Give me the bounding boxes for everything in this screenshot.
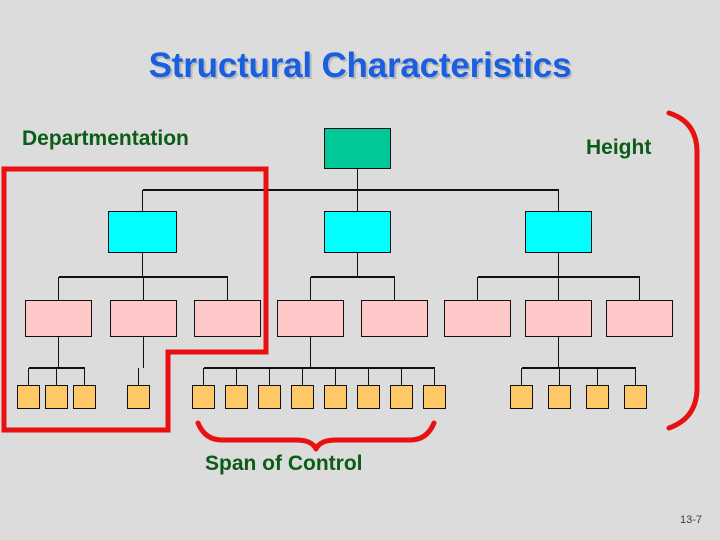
org-edge-vertical <box>356 190 359 211</box>
org-node-unit <box>17 385 40 409</box>
height-bracket-shape <box>666 110 700 431</box>
org-edge-vertical <box>476 277 479 300</box>
org-edge-vertical <box>141 190 144 211</box>
org-edge-bus-department <box>477 276 640 278</box>
org-node-unit <box>258 385 281 409</box>
org-node-unit <box>291 385 314 409</box>
org-edge-vertical <box>557 277 560 300</box>
org-edge-vertical <box>57 277 60 300</box>
org-edge-vertical <box>334 368 337 385</box>
org-node-department <box>277 300 344 337</box>
org-node-division <box>324 211 391 253</box>
org-edge-vertical <box>55 368 58 385</box>
org-node-unit <box>192 385 215 409</box>
annotation-label-span-of-control: Span of Control <box>205 452 363 475</box>
org-edge-vertical <box>226 277 229 300</box>
org-edge-vertical <box>356 253 359 277</box>
org-node-unit <box>324 385 347 409</box>
org-edge-vertical <box>309 277 312 300</box>
org-edge-vertical <box>268 368 271 385</box>
org-edge-bus-unit <box>28 367 85 369</box>
org-node-department <box>525 300 592 337</box>
org-edge-vertical <box>202 368 205 385</box>
org-node-unit <box>510 385 533 409</box>
span-of-control-brace-shape <box>195 420 437 452</box>
org-edge-bus-division <box>142 189 559 191</box>
org-node-unit <box>45 385 68 409</box>
org-edge-vertical <box>301 368 304 385</box>
org-node-root <box>324 128 391 169</box>
org-node-department <box>110 300 177 337</box>
org-node-department <box>444 300 511 337</box>
page-title: Structural Characteristics <box>148 46 572 85</box>
annotation-label-height: Height <box>586 136 652 159</box>
org-edge-vertical <box>309 337 312 368</box>
org-node-unit <box>548 385 571 409</box>
org-node-unit <box>586 385 609 409</box>
org-node-unit <box>73 385 96 409</box>
slide-number: 13-7 <box>679 514 702 526</box>
departmentation-outline-shape <box>1 166 269 433</box>
org-edge-vertical <box>141 253 144 277</box>
org-node-unit <box>225 385 248 409</box>
org-edge-vertical <box>142 277 145 300</box>
org-edge-vertical <box>57 337 60 368</box>
org-node-division <box>108 211 177 253</box>
org-edge-vertical <box>83 368 86 385</box>
org-edge-vertical <box>367 368 370 385</box>
org-node-unit <box>390 385 413 409</box>
org-node-unit <box>357 385 380 409</box>
org-edge-vertical <box>557 190 560 211</box>
org-edge-bus-department <box>310 276 395 278</box>
org-edge-vertical <box>634 368 637 385</box>
org-edge-vertical <box>557 253 560 277</box>
org-edge-vertical <box>433 368 436 385</box>
org-edge-vertical <box>27 368 30 385</box>
org-edge-vertical <box>137 368 140 385</box>
org-edge-vertical <box>400 368 403 385</box>
org-node-department <box>606 300 673 337</box>
org-node-division <box>525 211 592 253</box>
org-node-unit <box>624 385 647 409</box>
org-node-department <box>194 300 261 337</box>
org-edge-vertical <box>557 337 560 368</box>
org-node-unit <box>423 385 446 409</box>
org-node-unit <box>127 385 150 409</box>
org-edge-vertical <box>558 368 561 385</box>
org-edge-vertical <box>235 368 238 385</box>
org-edge-vertical <box>393 277 396 300</box>
org-node-department <box>361 300 428 337</box>
org-edge-bus-unit <box>203 367 435 369</box>
annotation-label-departmentation: Departmentation <box>22 127 189 150</box>
org-node-department <box>25 300 92 337</box>
org-edge-vertical <box>596 368 599 385</box>
org-edge-vertical <box>356 169 359 190</box>
org-edge-vertical <box>520 368 523 385</box>
org-edge-bus-department <box>58 276 228 278</box>
org-edge-vertical <box>638 277 641 300</box>
org-edge-vertical <box>142 337 145 368</box>
org-edge-bus-unit <box>521 367 636 369</box>
